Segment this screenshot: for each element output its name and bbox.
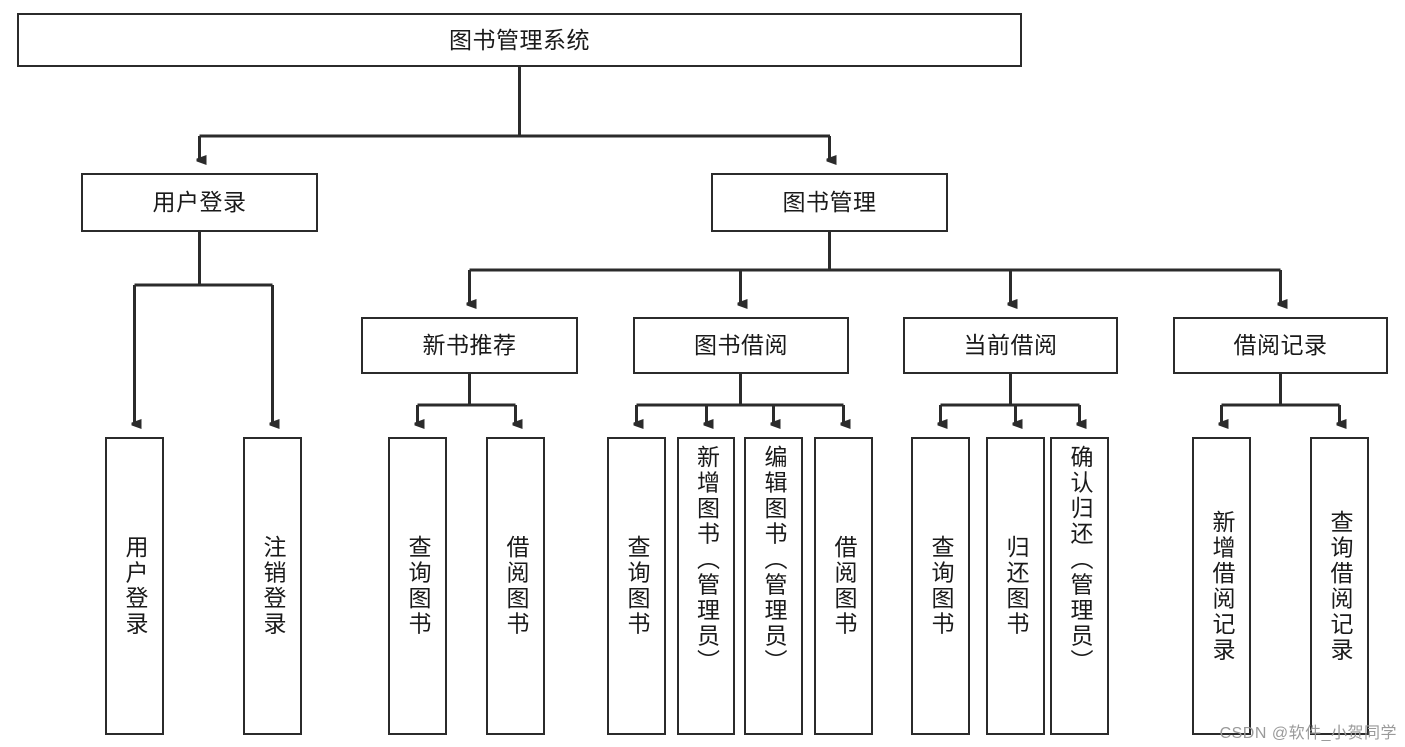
node-current-borrow-label: 当前借阅: [963, 332, 1058, 359]
node-borrow-record-label: 借阅记录: [1233, 332, 1328, 359]
node-book-borrow[interactable]: 图书借阅: [633, 317, 849, 374]
node-leaf-user-login-label: 用户登录: [122, 535, 148, 637]
node-leaf-borrow-book-2-label: 借阅图书: [831, 535, 857, 637]
node-leaf-query-borrow-record-label: 查询借阅记录: [1327, 509, 1353, 663]
node-current-borrow[interactable]: 当前借阅: [903, 317, 1118, 374]
node-new-book-recommend-label: 新书推荐: [422, 332, 517, 359]
node-leaf-add-borrow-record[interactable]: 新增借阅记录: [1192, 437, 1251, 735]
node-leaf-query-book-1[interactable]: 查询图书: [388, 437, 447, 735]
node-book-borrow-label: 图书借阅: [694, 332, 788, 359]
node-leaf-confirm-return-admin[interactable]: 确认归还（管理员）: [1050, 437, 1109, 735]
node-user-login[interactable]: 用户登录: [81, 173, 318, 232]
node-leaf-query-book-2[interactable]: 查询图书: [607, 437, 666, 735]
node-leaf-confirm-return-admin-label: 确认归还（管理员）: [1067, 445, 1093, 675]
node-leaf-add-book-admin-label: 新增图书（管理员）: [693, 445, 720, 675]
node-leaf-borrow-book-1[interactable]: 借阅图书: [486, 437, 545, 735]
node-leaf-edit-book-admin-label: 编辑图书（管理员）: [761, 445, 787, 675]
node-leaf-add-book-admin[interactable]: 新增图书（管理员）: [677, 437, 735, 735]
node-leaf-logout-login[interactable]: 注销登录: [243, 437, 302, 735]
node-root-label: 图书管理系统: [449, 26, 590, 53]
node-book-manage[interactable]: 图书管理: [711, 173, 948, 232]
node-book-manage-label: 图书管理: [782, 189, 877, 216]
node-leaf-query-book-3[interactable]: 查询图书: [911, 437, 970, 735]
node-leaf-borrow-book-2[interactable]: 借阅图书: [814, 437, 873, 735]
node-user-login-label: 用户登录: [152, 189, 247, 216]
node-leaf-return-book-label: 归还图书: [1003, 535, 1029, 637]
csdn-watermark: CSDN @软件_小贺同学: [1219, 725, 1397, 742]
node-leaf-logout-login-label: 注销登录: [260, 535, 286, 637]
node-root[interactable]: 图书管理系统: [17, 13, 1022, 67]
node-leaf-return-book[interactable]: 归还图书: [986, 437, 1045, 735]
node-leaf-user-login[interactable]: 用户登录: [105, 437, 164, 735]
node-borrow-record[interactable]: 借阅记录: [1173, 317, 1388, 374]
node-leaf-query-book-2-label: 查询图书: [624, 535, 650, 637]
node-leaf-query-book-3-label: 查询图书: [928, 535, 954, 637]
node-leaf-query-borrow-record[interactable]: 查询借阅记录: [1310, 437, 1369, 735]
node-leaf-borrow-book-1-label: 借阅图书: [503, 535, 529, 637]
node-leaf-edit-book-admin[interactable]: 编辑图书（管理员）: [744, 437, 803, 735]
node-new-book-recommend[interactable]: 新书推荐: [361, 317, 578, 374]
node-leaf-add-borrow-record-label: 新增借阅记录: [1209, 509, 1235, 663]
node-leaf-query-book-1-label: 查询图书: [405, 535, 431, 637]
